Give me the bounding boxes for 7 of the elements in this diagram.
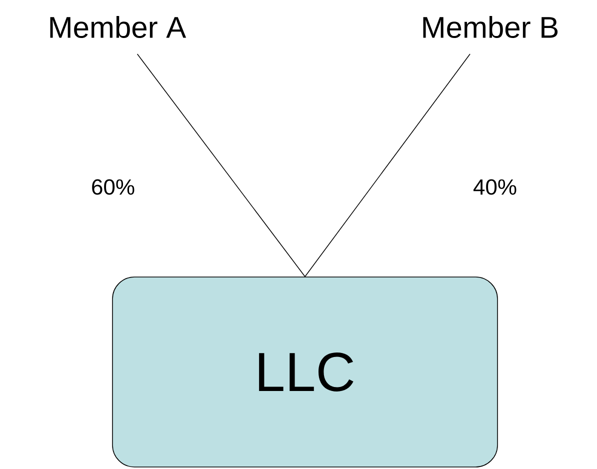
rounded-box: LLC [112, 276, 498, 468]
connector-line [304, 54, 470, 277]
connector-line [136, 54, 306, 277]
edge-label: 40% [474, 179, 516, 195]
member-label: Member B [423, 16, 558, 38]
member-label: Member A [50, 16, 186, 38]
edge-label: 60% [92, 179, 134, 195]
